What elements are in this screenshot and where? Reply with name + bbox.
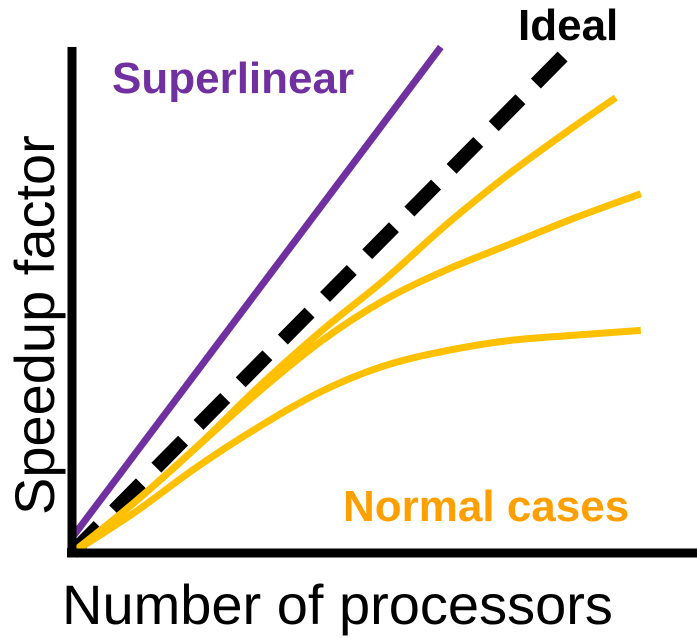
ideal-line bbox=[67, 42, 577, 558]
normal-case-line-2 bbox=[69, 190, 643, 556]
normal-cases-label: Normal cases bbox=[343, 482, 629, 531]
ideal-label: Ideal bbox=[518, 1, 618, 50]
x-axis-label: Number of processors bbox=[62, 573, 613, 636]
superlinear-line bbox=[69, 44, 444, 540]
normal-case-line-3 bbox=[70, 326, 642, 556]
axes bbox=[67, 47, 697, 558]
series-layer bbox=[67, 42, 643, 558]
superlinear-label: Superlinear bbox=[112, 54, 354, 103]
y-axis-label: Speedup factor bbox=[3, 135, 66, 515]
